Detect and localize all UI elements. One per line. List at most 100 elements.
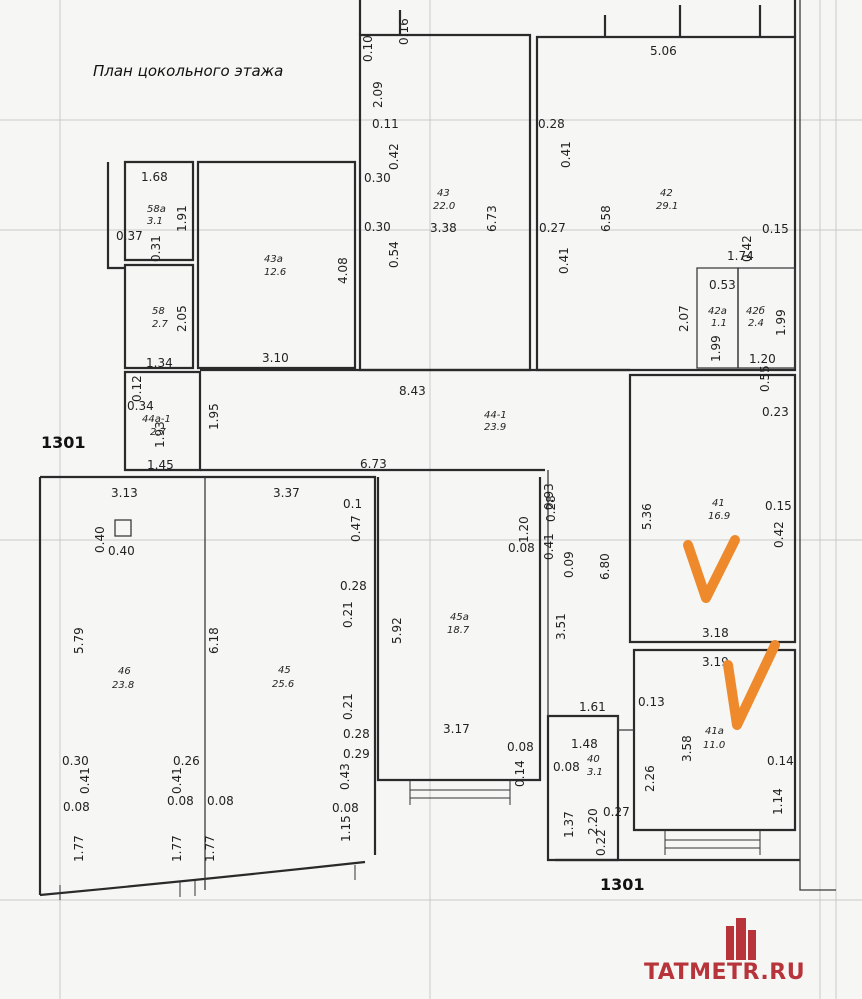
room-area: 23.9 — [484, 422, 506, 433]
check-mark-room-41 — [683, 535, 740, 603]
dimension-label: 1.95 — [207, 403, 221, 430]
room-number: 42a — [708, 306, 727, 317]
dimension-label: 1.15 — [339, 815, 353, 842]
dimension-label: 0.30 — [364, 171, 391, 185]
dimension-label: 0.08 — [507, 740, 534, 754]
dimension-label: 0.41 — [170, 767, 184, 794]
dimension-label: 1.99 — [709, 335, 723, 362]
room-number: 42 — [660, 188, 673, 199]
dimension-label: 5.79 — [72, 627, 86, 654]
plan-title: План цокольного этажа — [93, 62, 283, 80]
dimension-label: 0.22 — [594, 829, 608, 856]
room-labels: 58a 3.1 58 2.7 43a 12.6 43 22.0 42 29.1 … — [112, 188, 765, 778]
room-number: 46 — [118, 666, 131, 677]
dimension-label: 0.08 — [63, 800, 90, 814]
dimension-label: 0.28 — [544, 495, 558, 522]
dimension-label: 0.31 — [149, 235, 163, 262]
dimension-label: 0.14 — [767, 754, 794, 768]
dimension-label: 6.18 — [207, 627, 221, 654]
dimension-label: 1.93 — [153, 421, 167, 448]
dimension-label: 2.09 — [371, 81, 385, 108]
dimension-label: 5.06 — [650, 44, 677, 58]
dimension-label: 0.28 — [538, 117, 565, 131]
dimension-label: 1.99 — [774, 309, 788, 336]
dimension-label: 1.77 — [170, 835, 184, 862]
dimension-label: 0.16 — [397, 18, 411, 45]
dimension-label: 1.20 — [517, 516, 531, 543]
room-area: 22.0 — [433, 201, 455, 212]
dimension-label: 1.37 — [562, 811, 576, 838]
dimension-label: 0.1 — [343, 497, 362, 511]
dimension-label: 0.21 — [341, 693, 355, 720]
room-number: 42б — [746, 305, 765, 317]
dimension-label: 2.05 — [175, 305, 189, 332]
dimension-label: 0.12 — [130, 375, 144, 402]
dimension-label: 0.37 — [116, 229, 143, 243]
dimension-label: 3.51 — [554, 613, 568, 640]
dimension-label: 2.07 — [677, 305, 691, 332]
room-number: 44-1 — [484, 410, 507, 421]
dimension-label: 5.92 — [390, 617, 404, 644]
room-area: 2.7 — [152, 319, 169, 330]
room-number: 45а — [450, 612, 469, 623]
check-mark-room-41a — [723, 640, 780, 730]
dimension-label: 0.29 — [343, 747, 370, 761]
room-area: 3.1 — [587, 767, 603, 778]
room-number: 41a — [705, 726, 724, 737]
brand-watermark: TATMETR.RU — [644, 960, 806, 985]
dimension-label: 0.10 — [361, 35, 375, 62]
dimension-label: 1.91 — [175, 205, 189, 232]
room-area: 16.9 — [708, 511, 730, 522]
dimension-label: 0.08 — [553, 760, 580, 774]
dimension-label: 0.47 — [349, 515, 363, 542]
dimension-label: 3.58 — [680, 735, 694, 762]
room-area: 3.1 — [147, 216, 163, 227]
dimension-label: 0.93 — [542, 483, 556, 510]
dimension-label: 3.17 — [443, 722, 470, 736]
dimension-label: 0.11 — [372, 117, 399, 131]
dimension-label: 6.73 — [485, 205, 499, 232]
room-area: 18.7 — [447, 625, 470, 636]
room-number: 45 — [278, 665, 291, 676]
dimension-label: 0.26 — [173, 754, 200, 768]
axis-label-bottom: 1301 — [600, 875, 645, 894]
dimension-label: 1.14 — [771, 788, 785, 815]
dimension-label: 0.08 — [508, 541, 535, 555]
dimension-label: 0.27 — [539, 221, 566, 235]
dimension-label: 1.45 — [147, 458, 174, 472]
walls — [38, 0, 836, 897]
dimension-label: 1.20 — [749, 352, 776, 366]
dimension-label: 0.28 — [343, 727, 370, 741]
dimension-label: 0.42 — [387, 143, 401, 170]
dimension-label: 0.30 — [62, 754, 89, 768]
dimension-label: 3.10 — [262, 351, 289, 365]
dimension-label: 0.15 — [762, 222, 789, 236]
dimension-label: 0.40 — [93, 526, 107, 553]
dimension-label: 1.68 — [141, 170, 168, 184]
dimension-label: 1.77 — [72, 835, 86, 862]
dimension-label: 6.80 — [598, 553, 612, 580]
room-area: 12.6 — [264, 267, 286, 278]
dimension-label: 6.73 — [360, 457, 387, 471]
dimension-label: 0.28 — [340, 579, 367, 593]
dimension-label: 3.13 — [111, 486, 138, 500]
dimension-label: 2.20 — [586, 808, 600, 835]
dimension-label: 4.08 — [336, 257, 350, 284]
room-area: 25.6 — [272, 679, 294, 690]
dimension-label: 0.40 — [108, 544, 135, 558]
room-area: 11.0 — [703, 740, 725, 751]
dimension-label: 1.48 — [571, 737, 598, 751]
dimension-label: 0.41 — [542, 533, 556, 560]
dimension-label: 0.08 — [332, 801, 359, 815]
dimension-label: 0.53 — [709, 278, 736, 292]
dimension-label: 0.14 — [513, 760, 527, 787]
dimension-label: 8.43 — [399, 384, 426, 398]
dimension-label: 0.43 — [338, 763, 352, 790]
room-area: 29.1 — [656, 201, 678, 212]
room-number: 43 — [437, 188, 450, 199]
dimension-label: 0.41 — [559, 141, 573, 168]
axis-label-left: 1301 — [41, 433, 86, 452]
room-area: 1.1 — [711, 318, 727, 329]
